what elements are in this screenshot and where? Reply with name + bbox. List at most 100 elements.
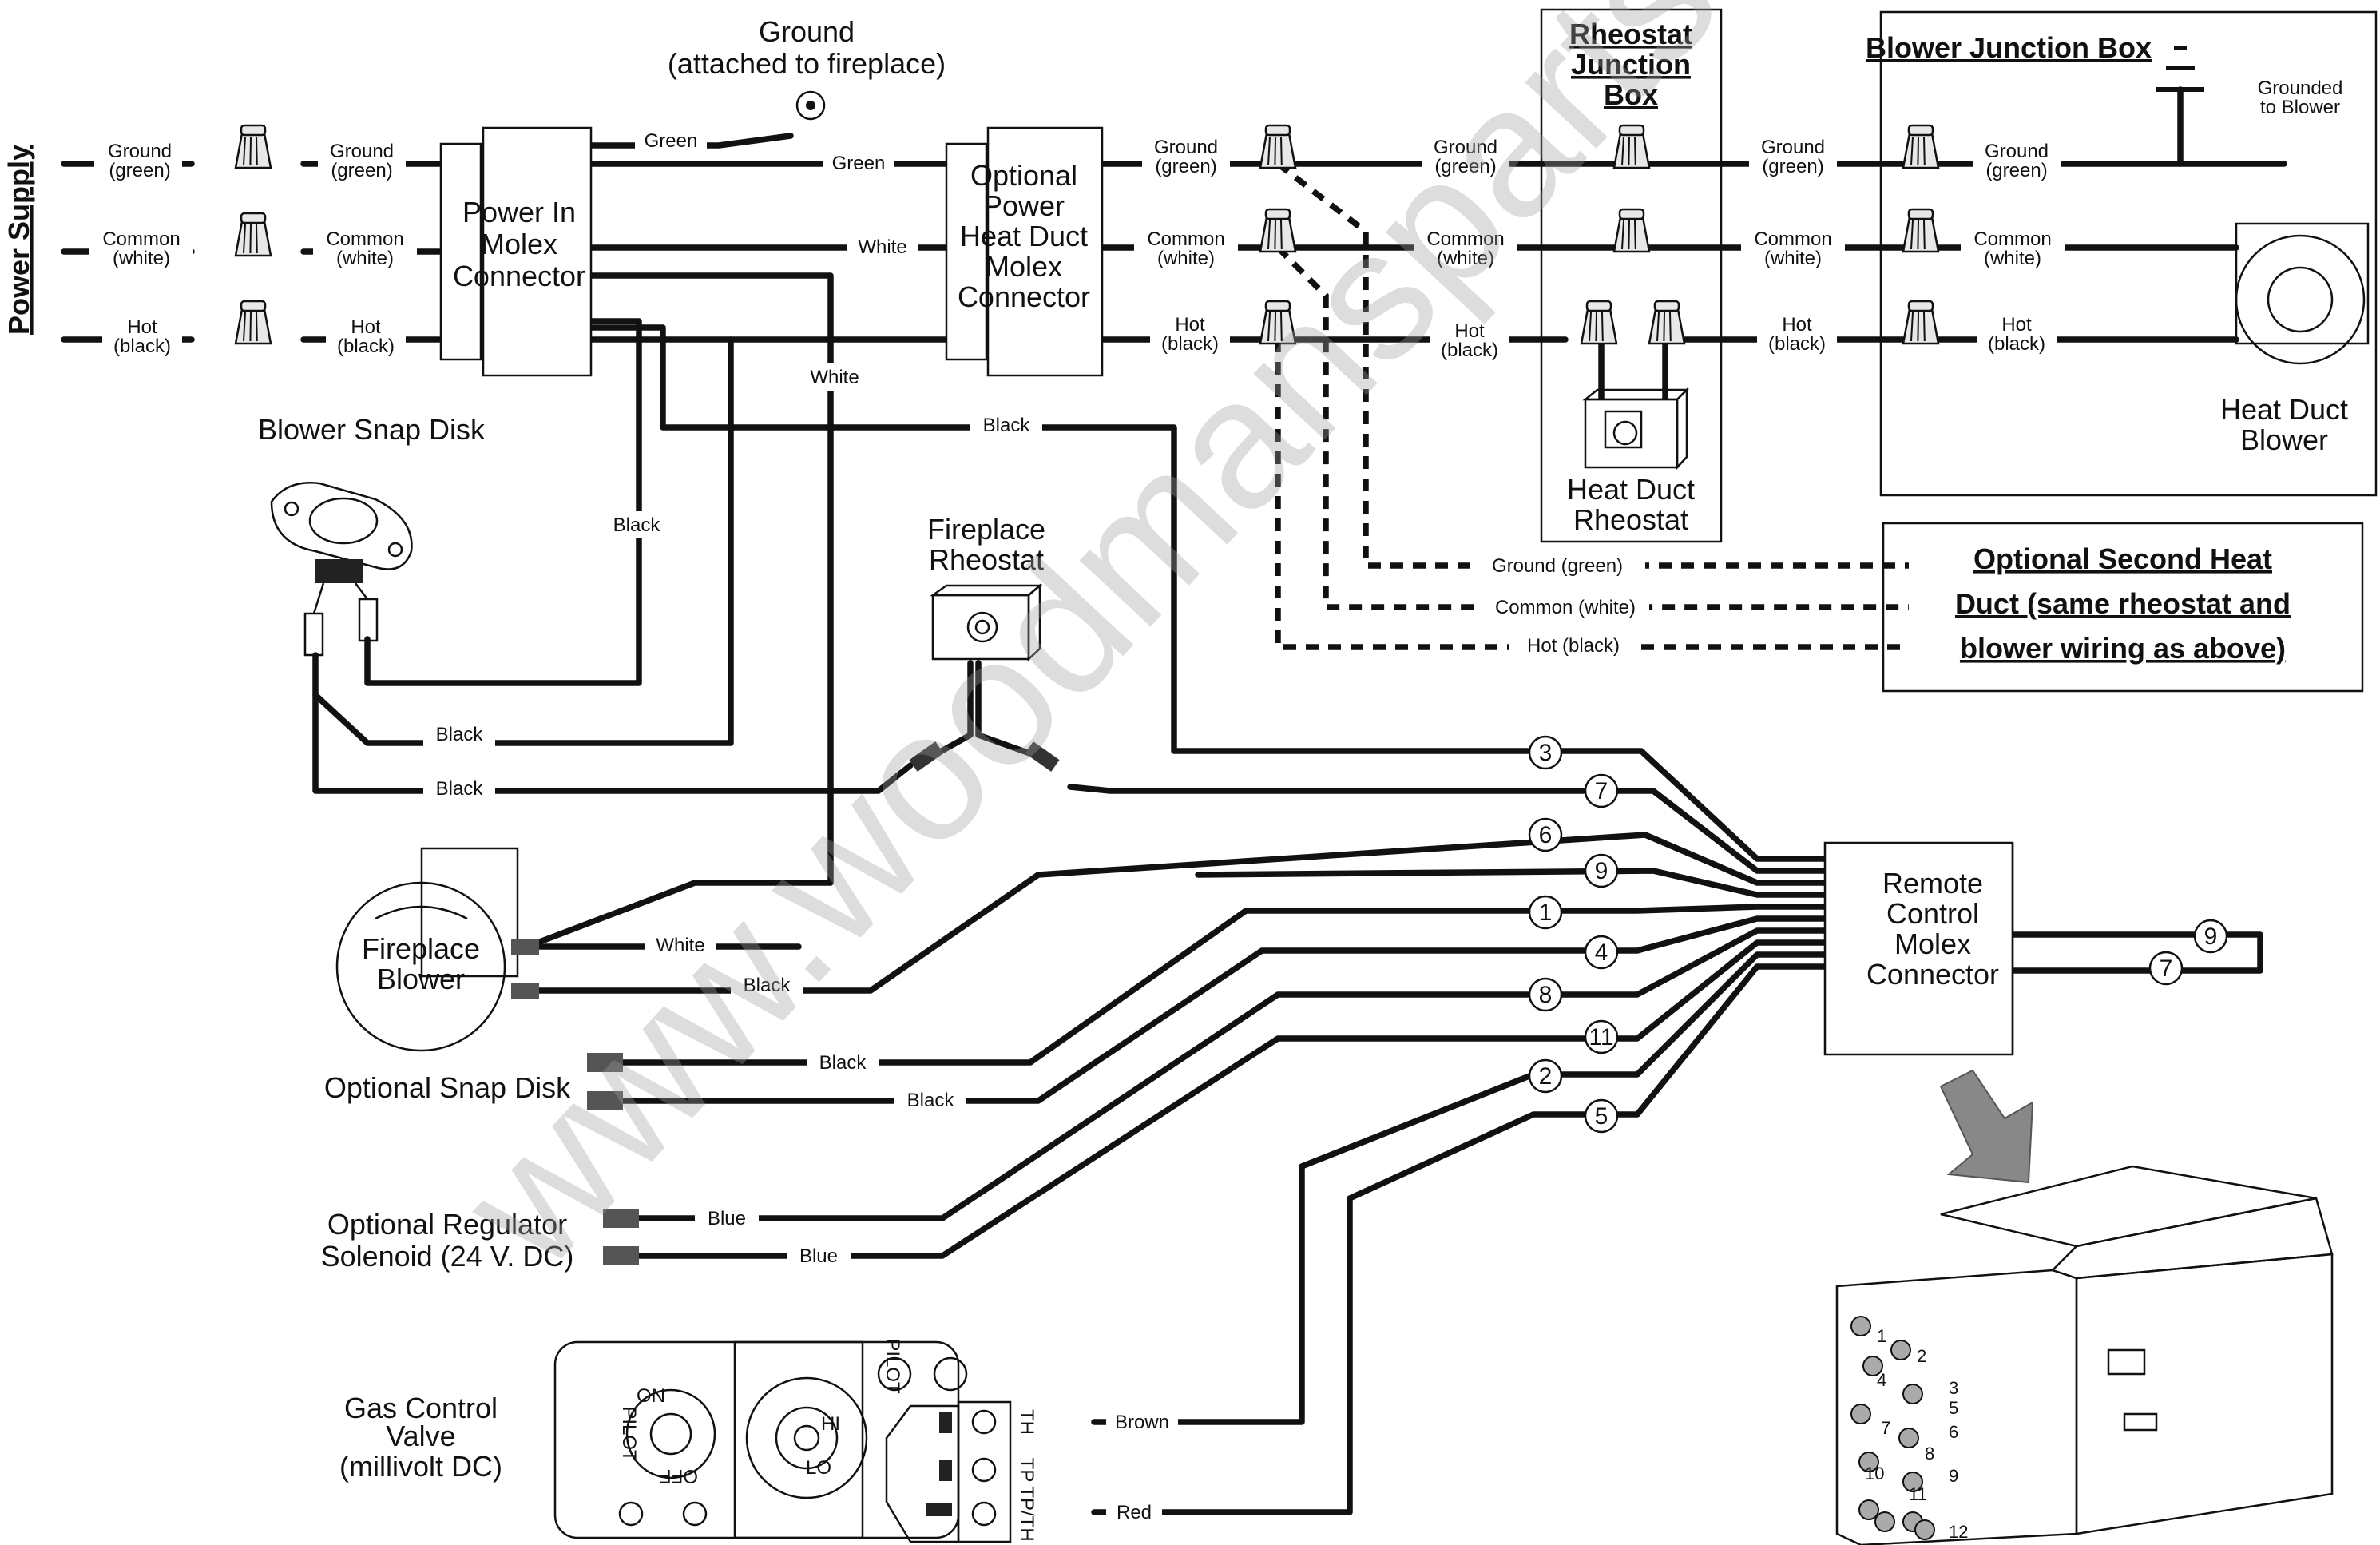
wire-black-pin3: [588, 324, 1828, 862]
wire-pin4: [620, 915, 1828, 1104]
wire-label-hot-1b: (black): [113, 336, 171, 357]
wire-green-ground: [588, 133, 794, 149]
rheostat-jb-label-1: Rheostat: [1569, 18, 1692, 50]
wire-label-brown: Brown: [1115, 1412, 1169, 1433]
wire-label-hot-6a: Hot: [2001, 314, 2032, 336]
wire-label-common-3a: Common: [1147, 228, 1224, 250]
wire-label-hot-1a: Hot: [127, 316, 157, 338]
valve-pilot-mark: PILOT: [882, 1338, 903, 1394]
optional-regulator-label-2: Solenoid (24 V. DC): [321, 1240, 574, 1273]
valve-lo-mark: LO: [806, 1457, 831, 1479]
power-in-molex-connector: Power In Molex Connector: [439, 126, 593, 377]
opt-second-duct-2: Duct (same rheostat and: [1955, 587, 2291, 620]
opt-molex-label-2: Power: [983, 189, 1065, 222]
power-supply-label: Power Supply: [2, 145, 35, 335]
heat-duct-rheostat-label-2: Rheostat: [1573, 503, 1688, 536]
power-in-molex-label-3: Connector: [453, 260, 585, 292]
pin-number-text: 4: [1595, 939, 1608, 966]
wire-labels: Ground (green) Ground (green) Common (wh…: [89, 128, 2065, 1526]
wire-label-ground-4a: Ground: [1434, 137, 1497, 158]
wire-nut-icon: [234, 300, 272, 345]
gas-control-label-3: (millivolt DC): [339, 1450, 502, 1483]
wire-label-black-2: Black: [613, 514, 661, 536]
wire-pin1: [620, 904, 1828, 1066]
valve-th-mark: TH: [1016, 1409, 1037, 1435]
wire-label-hot-3a: Hot: [1175, 314, 1205, 336]
fireplace-rheostat-label-1: Fireplace: [927, 513, 1045, 546]
optional-snap-disk-connectors: [587, 1053, 623, 1110]
ground-terminal-icon: [795, 90, 826, 121]
connector-pin-hole: 9: [1858, 1466, 1958, 1520]
wire-dashed-hot: [1275, 340, 1909, 650]
pin-number-badge: 1: [1528, 895, 1563, 930]
connector-pin-number: 4: [1877, 1370, 1886, 1390]
blower-snap-disk-icon: [270, 482, 413, 657]
blower-jb-title: Blower Junction Box: [1866, 31, 2152, 64]
wire-label-common-5a: Common: [1754, 228, 1831, 250]
wire-label-ground-2b: (green): [331, 160, 392, 181]
grounded-to-blower-1: Grounded: [2258, 77, 2343, 99]
heat-duct-blower-label-2: Blower: [2240, 423, 2328, 456]
heat-duct-rheostat-label-1: Heat Duct: [1567, 473, 1695, 506]
connector-pin-hole: 4: [1877, 1370, 1923, 1404]
wire-label-dash-common: Common (white): [1495, 597, 1636, 618]
wire-pin5: [1091, 963, 1828, 1515]
pin-number-text: 1: [1539, 900, 1553, 926]
connector-pin-hole: 11: [1874, 1484, 1927, 1532]
pin-number-text: 2: [1539, 1063, 1553, 1090]
pin-number-badge: 2: [1528, 1058, 1563, 1094]
rheostat-jb-label-3: Box: [1604, 78, 1658, 111]
blower-junction-box: Blower Junction Box Grounded to Blower H…: [1866, 10, 2378, 497]
pin-number-text: 7: [1595, 778, 1608, 804]
fireplace-blower-label-1: Fireplace: [362, 932, 480, 965]
wire-label-black-6: Black: [819, 1052, 867, 1074]
wire-label-hot-2b: (black): [337, 336, 395, 357]
wire-nut-icon: [1902, 124, 1940, 169]
connector-pin-number: 12: [1949, 1522, 1968, 1542]
wire-label-white-1: White: [858, 236, 906, 258]
wire-label-black-5: Black: [744, 975, 791, 996]
heat-duct-blower-icon: [2235, 222, 2370, 365]
connector-pin-number: 5: [1949, 1398, 1958, 1418]
down-arrow-icon: [1939, 1069, 2034, 1184]
connector-pin-hole: 3: [1862, 1356, 1958, 1398]
loop-pin-text: 9: [2204, 923, 2218, 950]
opt-molex-label-3: Heat Duct: [960, 220, 1088, 252]
wires: [61, 86, 2287, 1515]
connector-pin-hole: 2: [1890, 1340, 1926, 1366]
remote-molex-label-3: Molex: [1894, 927, 1971, 960]
wire-white-blower: [524, 272, 834, 950]
wire-label-ground-3a: Ground: [1154, 137, 1218, 158]
connector-pin-number: 3: [1949, 1378, 1958, 1398]
wire-label-dash-ground: Ground (green): [1492, 555, 1623, 577]
wire-label-hot-3b: (black): [1161, 333, 1219, 355]
connector-pin-number: 10: [1865, 1464, 1884, 1483]
connector-pin-hole: 8: [1902, 1444, 1934, 1492]
wire-label-hot-5b: (black): [1768, 333, 1826, 355]
wire-label-ground-1a: Ground: [108, 141, 172, 162]
wire-label-black-1: Black: [983, 415, 1031, 436]
valve-off-mark: OFF: [660, 1465, 698, 1487]
heat-duct-blower-label-1: Heat Duct: [2220, 393, 2348, 426]
wire-label-hot-2a: Hot: [351, 316, 381, 338]
connector-pin-hole: 1: [1850, 1316, 1886, 1346]
pin-number-text: 5: [1595, 1103, 1608, 1130]
pin-number-badge: 3: [1528, 735, 1563, 770]
wire-label-green-2: Green: [832, 153, 886, 174]
wire-pin11: [636, 939, 1828, 1259]
wire-dashed-common: [1275, 245, 1909, 610]
wire-label-ground-6b: (green): [1985, 160, 2047, 181]
optional-second-heat-duct-box: Optional Second Heat Duct (same rheostat…: [1882, 522, 2364, 693]
optional-regulator-label-1: Optional Regulator: [327, 1208, 567, 1241]
wire-label-ground-2a: Ground: [330, 141, 394, 162]
rheostat-junction-box: Rheostat Junction Box Heat Duct Rheostat: [1540, 8, 1723, 543]
pin-number-badge: 5: [1584, 1098, 1619, 1134]
pin-number-badge: 4: [1584, 935, 1619, 970]
pin-number-text: 9: [1595, 858, 1608, 884]
wire-nut-icon: [1612, 208, 1651, 253]
wire-label-black-7: Black: [907, 1090, 955, 1111]
wire-label-common-6a: Common: [1973, 228, 2051, 250]
wire-label-ground-1b: (green): [109, 160, 170, 181]
wire-label-common-5b: (white): [1764, 248, 1822, 269]
